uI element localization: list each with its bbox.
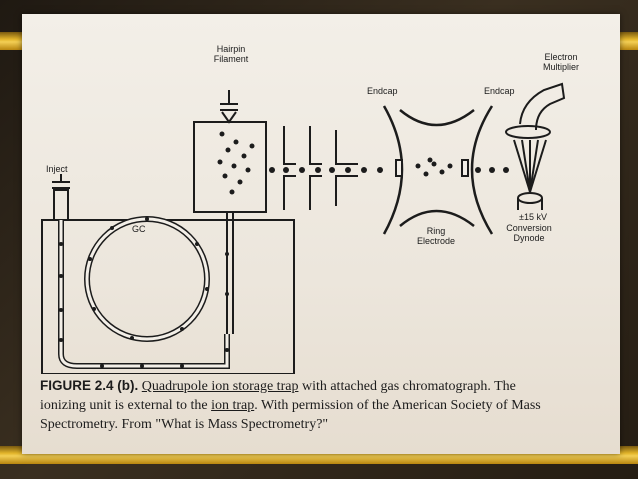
conversion-dynode [517,192,543,204]
ring-electrode-bottom [399,209,475,227]
lens-plate-2 [309,126,322,165]
lens-plate-3 [335,130,358,165]
caption-line3: Spectrometry. From "What is Mass Spectro… [40,417,329,432]
caption-line2-b: . With permission of the American Societ… [254,398,541,413]
label-voltage: ±15 kV [519,212,547,222]
scanned-page: Hairpin Filament Electron Multiplier End… [22,14,620,454]
lens-plate-1 [283,126,296,165]
label-endcap-right: Endcap [484,86,515,96]
caption-line2-a: ionizing unit is external to the [40,398,212,413]
label-ring-electrode: Ring Electrode [416,226,456,246]
gc-column-dots [59,217,229,368]
label-gc: GC [132,224,146,234]
ion-dots [217,131,509,195]
ion-source-chamber [193,121,267,213]
caption-title-underlined: Quadrupole ion storage trap [141,379,299,394]
label-filament: Hairpin Filament [213,44,249,64]
figure-caption: FIGURE 2.4 (b). Quadrupole ion storage t… [40,376,610,434]
label-endcap-left: Endcap [367,86,398,96]
caption-line2-ion-trap: ion trap [211,398,255,413]
label-inject: Inject [46,164,68,174]
caption-title-rest: with attached gas chromatograph. The [298,379,516,394]
ion-trap-diagram [41,82,566,374]
electron-multiplier [519,82,566,131]
label-multiplier: Electron Multiplier [542,52,579,72]
inject-port [53,189,69,221]
figure-label: FIGURE 2.4 (b). [40,378,139,393]
gc-oven [41,219,295,374]
label-conversion-dynode: Conversion Dynode [506,223,552,243]
ring-electrode-top [399,109,475,127]
right-endcap [470,105,494,235]
